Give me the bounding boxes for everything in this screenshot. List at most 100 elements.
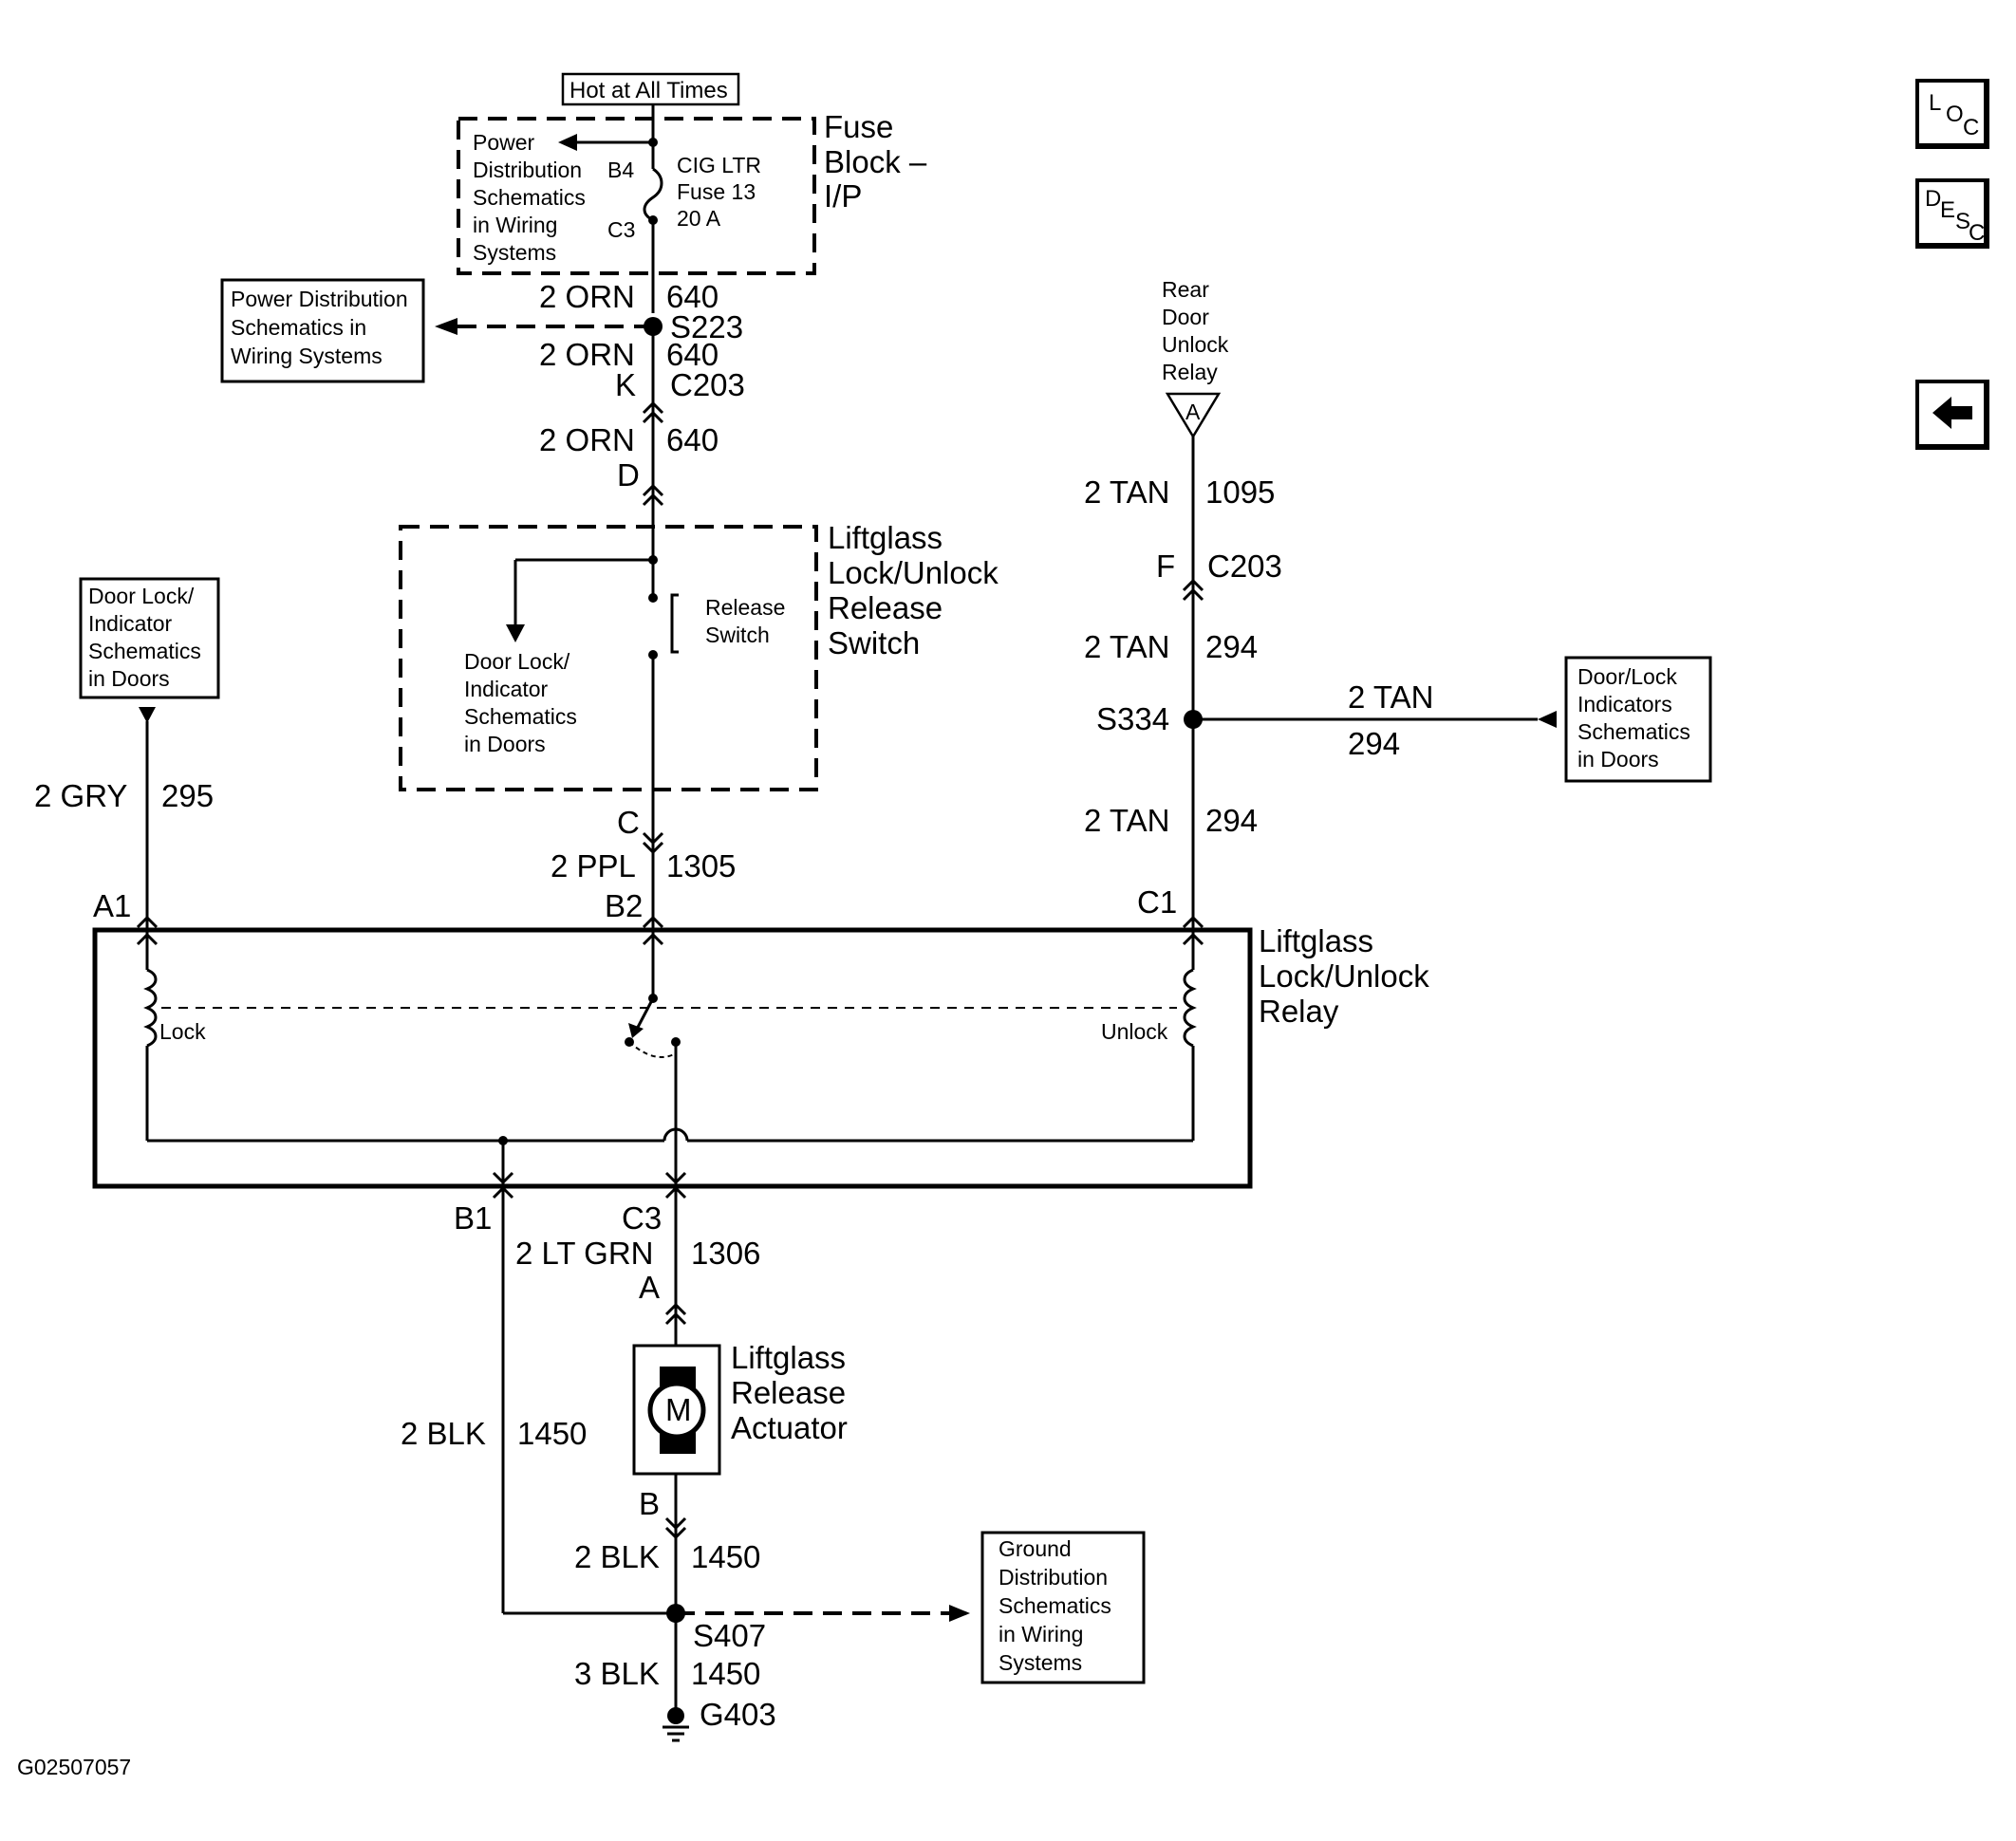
fuse-block-title-2: Block – xyxy=(824,144,927,179)
relay-title-2: Lock/Unlock xyxy=(1259,958,1429,994)
desc-letter-s: S xyxy=(1955,209,1971,234)
desc-letter-c: C xyxy=(1969,220,1986,246)
relay-pin-b1: B1 xyxy=(454,1200,492,1236)
connector-pin-c: C xyxy=(617,805,640,840)
wire-orn-2-circuit: 640 xyxy=(666,337,719,372)
connector-c203-right-symbol xyxy=(1182,578,1204,602)
switch-ref-line-2: Indicator xyxy=(464,677,549,701)
connector-c203-symbol xyxy=(642,400,664,424)
wire-tan-3-color: 2 TAN xyxy=(1348,679,1433,715)
fuse-name: CIG LTR xyxy=(677,153,761,177)
left-ref-line-2: Indicator xyxy=(88,611,173,636)
wire-tan-2-color: 2 TAN xyxy=(1084,629,1169,664)
loc-letter-c: C xyxy=(1963,115,1980,140)
rear-relay-line-4: Relay xyxy=(1162,360,1218,384)
fuse-pin-c3: C3 xyxy=(607,217,635,242)
motor-symbol xyxy=(647,1381,706,1440)
splice-s407-label: S407 xyxy=(693,1618,766,1653)
hot-at-all-times-box: Hot at All Times xyxy=(561,72,740,106)
connector-pin-a: A xyxy=(639,1270,660,1305)
wire-tan-4-circuit: 294 xyxy=(1205,803,1258,838)
switch-ref-line-3: Schematics xyxy=(464,704,577,729)
door-lock-arrow xyxy=(506,624,525,642)
connector-pin-k: K xyxy=(615,367,636,402)
desc-button[interactable]: D E S C xyxy=(1915,178,1989,249)
wire-orn-3-circuit: 640 xyxy=(666,422,719,457)
release-switch-label-1: Release xyxy=(705,595,785,620)
connector-b-symbol xyxy=(664,1516,687,1540)
wire-orn-1-color: 2 ORN xyxy=(539,279,635,314)
wire-orn-2-color: 2 ORN xyxy=(539,337,635,372)
ground-distribution-ref-box[interactable]: Ground Distribution Schematics in Wiring… xyxy=(980,1531,1146,1684)
power-dist-arrow xyxy=(558,134,577,151)
connector-pin-b: B xyxy=(639,1486,660,1521)
switch-ref-line-1: Door Lock/ xyxy=(464,649,570,674)
connector-d-symbol xyxy=(642,483,664,507)
wire-tan-1-color: 2 TAN xyxy=(1084,474,1169,510)
wire-ltgrn-color: 2 LT GRN xyxy=(515,1236,654,1271)
ground-ref-line-5: Systems xyxy=(999,1650,1082,1675)
wire-ppl-color: 2 PPL xyxy=(551,848,636,883)
wire-blk-2-circuit: 1450 xyxy=(691,1539,760,1574)
back-button[interactable] xyxy=(1915,380,1989,450)
fuse-number: Fuse 13 xyxy=(677,179,756,204)
liftglass-release-actuator: M Liftglass Release Actuator xyxy=(632,1340,848,1476)
wire-blk-3-circuit: 1450 xyxy=(691,1656,760,1691)
ground-symbol xyxy=(663,1707,689,1742)
wire-ltgrn-circuit: 1306 xyxy=(691,1236,760,1271)
fuse-block-title-1: Fuse xyxy=(824,109,893,144)
actuator-title-3: Actuator xyxy=(731,1410,848,1445)
switch-title-3: Release xyxy=(828,590,943,625)
hot-at-all-times-label: Hot at All Times xyxy=(569,78,728,103)
release-switch-contact xyxy=(670,593,679,654)
relay-title-3: Relay xyxy=(1259,994,1339,1029)
lock-coil xyxy=(143,968,158,1048)
unlock-coil xyxy=(1183,968,1197,1048)
fuse-ref-line-5: Systems xyxy=(473,240,556,265)
door-lock-ref-right-box[interactable]: Door/Lock Indicators Schematics in Doors xyxy=(1564,656,1712,783)
power-ref-line-2: Schematics in xyxy=(231,315,366,340)
actuator-title-2: Release xyxy=(731,1375,846,1410)
ground-ref-line-4: in Wiring xyxy=(999,1622,1083,1646)
fuse-ref-line-2: Distribution xyxy=(473,158,582,182)
fuse-pin-b4: B4 xyxy=(607,158,634,182)
left-ref-line-4: in Doors xyxy=(88,666,170,691)
fuse-rating: 20 A xyxy=(677,206,721,231)
power-distribution-ref-box[interactable]: Power Distribution Schematics in Wiring … xyxy=(220,278,425,383)
switch-title-2: Lock/Unlock xyxy=(828,555,999,590)
release-switch-label-2: Switch xyxy=(705,623,770,647)
wire-tan-3-circuit: 294 xyxy=(1348,726,1400,761)
unlock-coil-label: Unlock xyxy=(1101,1019,1168,1044)
fuse-block-ip: Fuse Block – I/P Power Distribution Sche… xyxy=(457,104,927,313)
rear-door-unlock-relay-ref: Rear Door Unlock Relay A xyxy=(1162,277,1229,439)
ground-g403-label: G403 xyxy=(700,1697,776,1732)
relay-pin-a1: A1 xyxy=(93,888,131,923)
power-ref-line-1: Power Distribution xyxy=(231,287,408,311)
fuse-ref-line-3: Schematics xyxy=(473,185,586,210)
rear-relay-line-3: Unlock xyxy=(1162,332,1229,357)
desc-letter-d: D xyxy=(1925,186,1942,212)
splice-s223-label: S223 xyxy=(670,309,743,344)
relay-pin-c1: C1 xyxy=(1137,884,1177,920)
rear-relay-line-1: Rear xyxy=(1162,277,1209,302)
wire-orn-3-color: 2 ORN xyxy=(539,422,635,457)
connector-c203-label: C203 xyxy=(670,367,745,402)
fuse-symbol xyxy=(643,167,663,222)
left-ref-line-3: Schematics xyxy=(88,639,201,663)
wire-blk-2-color: 2 BLK xyxy=(574,1539,660,1574)
switch-ref-line-4: in Doors xyxy=(464,732,546,756)
desc-letter-e: E xyxy=(1940,197,1956,223)
lock-coil-label: Lock xyxy=(159,1019,206,1044)
door-lock-ref-left-box[interactable]: Door Lock/ Indicator Schematics in Doors xyxy=(79,577,220,699)
switch-title-4: Switch xyxy=(828,625,920,660)
right-ref-line-3: Schematics xyxy=(1577,719,1690,744)
connector-c203-right-label: C203 xyxy=(1207,549,1282,584)
figure-id: G02507057 xyxy=(17,1755,131,1779)
relay-title-1: Liftglass xyxy=(1259,923,1373,958)
loc-button[interactable]: L O C xyxy=(1915,79,1989,149)
left-ref-line-1: Door Lock/ xyxy=(88,584,195,608)
actuator-title-1: Liftglass xyxy=(731,1340,846,1375)
rear-relay-line-2: Door xyxy=(1162,305,1209,329)
connector-a-symbol xyxy=(664,1302,687,1326)
